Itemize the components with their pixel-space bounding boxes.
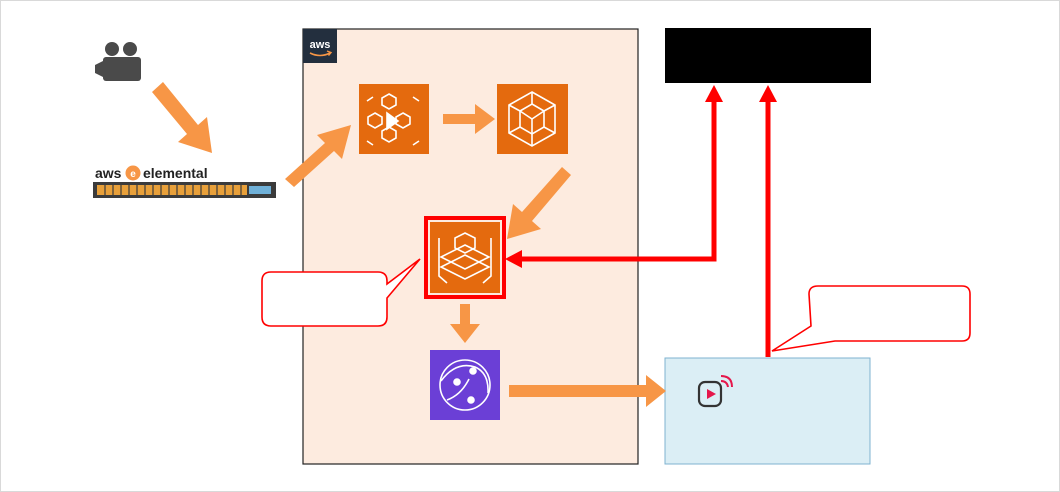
video-camera-icon xyxy=(95,42,141,81)
streaming-player-icon xyxy=(697,375,733,408)
arrow-mediatailor-to-cloudfront xyxy=(450,304,480,343)
arrow-medialive-to-mediapackage xyxy=(443,104,495,134)
arrow-cloudfront-to-client xyxy=(509,375,666,407)
appliance-brand-prefix: aws xyxy=(95,165,122,181)
flow-arrows xyxy=(152,82,666,407)
aws-badge-label: aws xyxy=(310,39,331,51)
red-arrow-to-mediatailor xyxy=(505,85,723,268)
client-box xyxy=(664,357,871,465)
arrow-appliance-to-medialive xyxy=(285,125,351,187)
callout-left xyxy=(261,258,421,327)
elemental-e-logo: e xyxy=(125,165,141,181)
amazon-cloudfront-icon xyxy=(430,350,500,420)
black-panel xyxy=(665,28,871,83)
red-arrows xyxy=(505,85,777,357)
arrow-camera-to-appliance xyxy=(152,82,212,153)
aws-elemental-appliance: aws e elemental xyxy=(93,165,276,198)
appliance-brand-suffix: elemental xyxy=(143,165,208,181)
red-arrow-client-to-panel xyxy=(759,85,777,357)
aws-elemental-mediapackage-icon xyxy=(497,84,568,154)
callout-right xyxy=(771,285,971,352)
aws-badge: aws xyxy=(303,29,337,63)
arrow-mediapackage-to-mediatailor xyxy=(507,167,571,239)
aws-elemental-mediatailor-icon xyxy=(424,216,506,299)
svg-text:e: e xyxy=(130,169,136,180)
aws-elemental-medialive-icon xyxy=(359,84,429,154)
